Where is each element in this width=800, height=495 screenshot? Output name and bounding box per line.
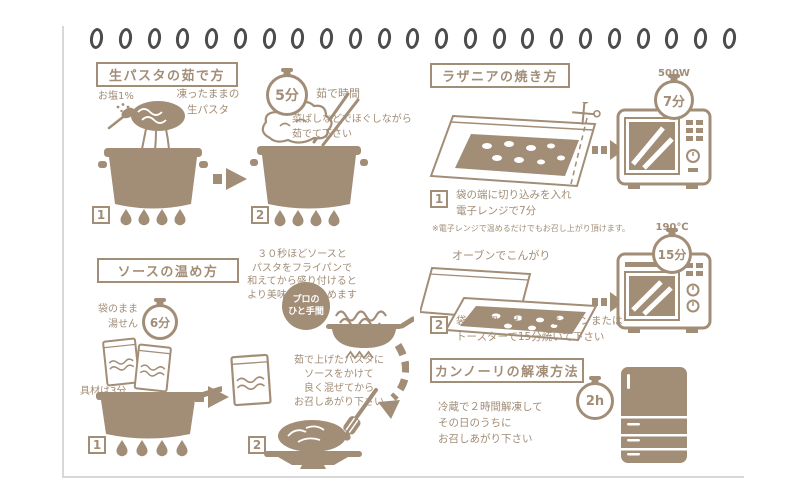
spiral-ring (721, 27, 738, 50)
spiral-ring (664, 27, 680, 50)
notebook-page: 生パスタの茹で方 お塩1% 凍ったままの 生パスタ 5分 茹で時間 菜ばしなどで… (62, 26, 744, 478)
refrigerator-icon (621, 367, 687, 463)
lasagna-section-title: ラザニアの焼き方 (430, 63, 570, 88)
step-number-badge: 2 (430, 316, 448, 334)
stockpot-stirring-icon (250, 92, 368, 227)
spiral-ring (577, 27, 594, 50)
pasta-section-title: 生パスタの茹で方 (96, 62, 238, 87)
spiral-ring (549, 27, 565, 50)
heat-marks-icon (345, 350, 374, 360)
spiral-ring (203, 27, 220, 50)
stockpot-boiling-icon (98, 101, 208, 226)
spiral-ring (175, 27, 191, 50)
thaw-timer: 2h (576, 382, 614, 420)
flame-drops-icon (120, 209, 186, 226)
spiral-ring (88, 27, 105, 50)
bag-bain-marie-label: 袋のまま 湯せん (98, 304, 138, 330)
spiral-ring (462, 27, 479, 50)
cannoli-section-title: カンノーリの解凍方法 (430, 358, 584, 383)
spiral-ring (405, 27, 421, 50)
arrow-right-icon (213, 168, 247, 190)
step-number-badge: 1 (430, 190, 448, 208)
saucepan-bain-marie-icon (96, 337, 222, 457)
spiral-ring (692, 27, 709, 50)
spiral-ring (433, 27, 450, 50)
spiral-ring (117, 27, 133, 50)
sauce-section-title: ソースの温め方 (97, 258, 239, 283)
lasagna-step2-note: 袋から取り出して、オーブンまたは トースターで15分焼いて下さい (456, 315, 623, 343)
spiral-ring (261, 27, 277, 50)
lasagna-step1-small-note: ※電子レンジで温めるだけでもお召し上がり頂けます。 (432, 224, 630, 233)
frying-pan-icon (326, 310, 414, 360)
flame-drops-icon (116, 440, 188, 457)
spiral-ring (606, 27, 623, 50)
sauce-packet-icon (102, 337, 141, 387)
boil-time-label: 茹で時間 (316, 87, 360, 100)
salt-label: お塩1% (98, 91, 134, 102)
boil-timer: 5分 (266, 74, 308, 116)
spiral-binding (88, 27, 738, 50)
sauce-packet-icon (133, 343, 172, 393)
oven-icon (616, 252, 712, 333)
sauce-dipper-icon (343, 388, 378, 441)
spiral-ring (635, 27, 651, 50)
spiral-ring (232, 27, 249, 50)
step-number-badge: 2 (248, 436, 266, 454)
lasagna-tray-icon (420, 266, 598, 342)
flame-drops-icon (274, 210, 340, 227)
step-number-badge: 1 (92, 206, 110, 224)
spiral-ring (520, 27, 536, 50)
cannoli-thaw-note: 冷蔵で２時間解凍して その日のうちに お召しあがり下さい (438, 401, 543, 445)
microwave-icon (616, 108, 712, 189)
spiral-ring (290, 27, 306, 50)
frozen-pasta-label: 凍ったままの 生パスタ (176, 88, 240, 116)
spiral-ring (491, 27, 507, 50)
serve-note: 茹で上げたパスタに ソースをかけて 良く混ぜてから お召しあがり下さい (294, 355, 384, 408)
oven-timer: 15分 (652, 234, 692, 274)
spiral-ring (146, 27, 162, 50)
spiral-ring (318, 27, 335, 50)
pasta-boil-note: 菜ばしなどでほぐしながら 茹でて下さい (292, 114, 412, 140)
arrow-right-icon (195, 386, 229, 408)
lasagna-bag-icon (429, 102, 601, 188)
lasagna-step1-note: 袋の端に切り込みを入れ 電子レンジで7分 (456, 189, 572, 217)
spiral-ring (347, 27, 364, 50)
microwave-timer: 7分 (654, 80, 694, 120)
step-number-badge: 2 (251, 206, 269, 224)
pro-tip-badge: プロの ひと手間 (282, 282, 330, 330)
ingredients-time-label: 具材は3分 (80, 386, 127, 397)
spiral-ring (376, 27, 392, 50)
oven-crisp-label: オーブンでこんがり (452, 249, 551, 262)
pasta-plate-icon (264, 420, 362, 469)
step-number-badge: 1 (88, 436, 106, 454)
curved-arrow-down-icon (378, 342, 409, 419)
sauce-packet-icon (230, 353, 272, 407)
sauce-timer: 6分 (142, 304, 178, 340)
scissors-icon (572, 102, 601, 125)
